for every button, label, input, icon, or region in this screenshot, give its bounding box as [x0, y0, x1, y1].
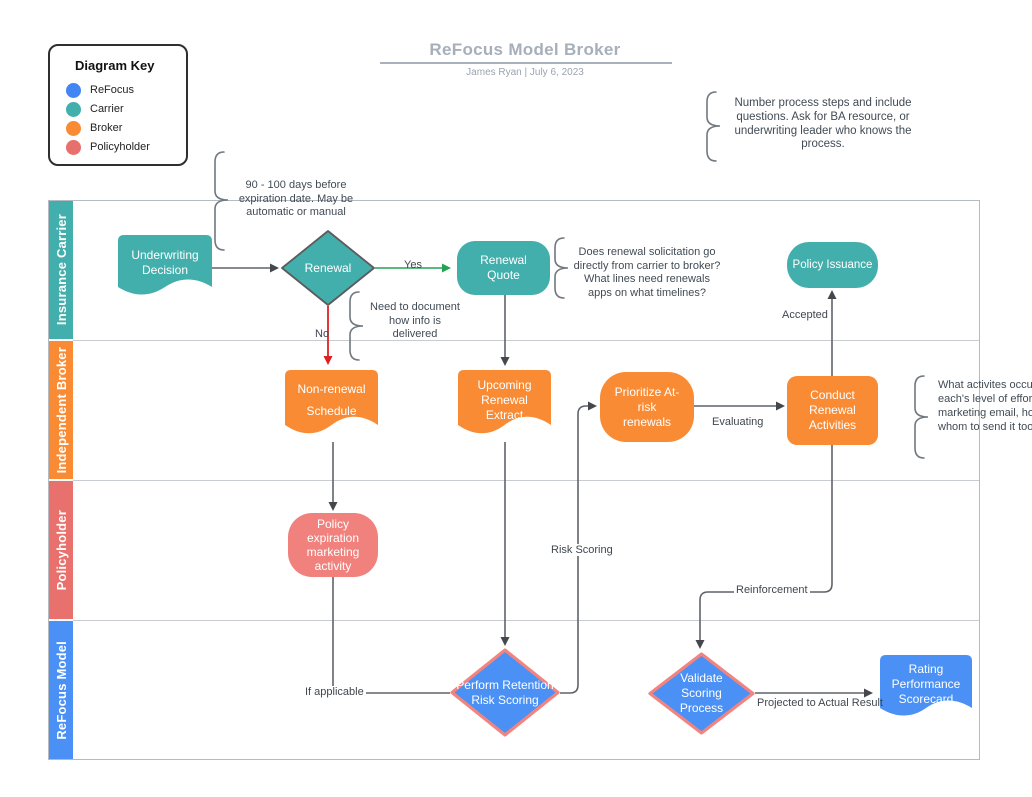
diagram-key-title: Diagram Key — [75, 58, 155, 73]
node-label: Policy Issuance — [792, 258, 873, 271]
lane-divider — [73, 340, 979, 341]
key-item-refocus: ReFocus — [66, 82, 134, 98]
lane-header-insurance-carrier[interactable]: Insurance Carrier — [49, 201, 73, 339]
node-policy-expiration-marketing[interactable]: Policy expiration marketing activity — [288, 513, 378, 577]
edge-label-reinforcement: Reinforcement — [734, 584, 810, 596]
node-label: Policy expiration marketing activity — [306, 517, 360, 573]
node-label: Prioritize At-risk renewals — [614, 384, 680, 429]
swimlane-frame: Insurance Carrier Independent Broker Pol… — [48, 200, 980, 760]
edge-label-no: No — [315, 328, 330, 340]
node-upcoming-renewal-extract[interactable]: Upcoming Renewal Extract — [458, 370, 551, 442]
node-rating-performance-scorecard[interactable]: Rating Performance Scorecard — [880, 655, 972, 725]
edge-label-risk-scoring: Risk Scoring — [549, 544, 615, 556]
note-renewal-activities: What activites occur each's level of eff… — [938, 378, 1032, 434]
broker-color-dot — [66, 120, 81, 136]
brace-number-process-note — [706, 91, 721, 162]
node-non-renewal-schedule[interactable]: Non-renewal Schedule — [285, 370, 378, 442]
key-item-policyholder: Policyholder — [66, 139, 150, 155]
key-item-broker: Broker — [66, 120, 122, 136]
lane-header-refocus-model[interactable]: ReFocus Model — [49, 621, 73, 759]
node-policy-issuance[interactable]: Policy Issuance — [787, 242, 878, 288]
edge-label-if-applicable: If applicable — [303, 686, 366, 698]
refocus-color-dot — [66, 82, 81, 98]
node-label: Underwriting Decision — [131, 248, 199, 277]
node-renewal-quote[interactable]: Renewal Quote — [457, 241, 550, 295]
key-item-carrier: Carrier — [66, 101, 124, 117]
lane-header-policyholder[interactable]: Policyholder — [49, 481, 73, 619]
decision-diamond-shape — [648, 652, 755, 735]
note-line: each's level of effort — [938, 393, 1032, 405]
edge-label-projected-to-actual: Projected to Actual Result — [757, 697, 883, 709]
decision-diamond-shape — [450, 648, 560, 737]
note-expiration-days: 90 - 100 days before expiration date. Ma… — [238, 179, 354, 218]
node-label: Perform Retention Risk Scoring — [456, 677, 554, 707]
note-document-info: Need to document how info is delivered — [370, 301, 460, 340]
node-label: Validate Scoring Process — [679, 671, 724, 715]
document-shape — [458, 370, 551, 434]
edge-label-yes: Yes — [404, 259, 422, 271]
document-shape — [118, 235, 212, 295]
lane-label: Insurance Carrier — [53, 214, 69, 326]
document-shape — [880, 655, 972, 716]
lane-divider — [73, 480, 979, 481]
note-renewal-solicitation: Does renewal solicitation go directly fr… — [573, 246, 721, 299]
lane-divider — [73, 620, 979, 621]
note-line: marketing email, how — [938, 407, 1032, 419]
lane-label: Policyholder — [53, 509, 69, 591]
carrier-color-dot — [66, 101, 81, 117]
note-number-process-steps: Number process steps and include questio… — [734, 97, 912, 151]
node-label: Renewal — [304, 260, 352, 275]
node-validate-scoring-process[interactable]: Validate Scoring Process — [648, 652, 755, 735]
decision-diamond-shape — [281, 230, 375, 306]
title-underline — [380, 62, 672, 64]
edge-label-evaluating: Evaluating — [712, 416, 764, 428]
node-label: Non-renewal Schedule — [297, 382, 366, 418]
note-line: What activites occur — [938, 379, 1032, 391]
node-prioritize-at-risk-renewals[interactable]: Prioritize At-risk renewals — [600, 372, 694, 442]
lane-label: ReFocus Model — [53, 640, 69, 740]
node-conduct-renewal-activities[interactable]: Conduct Renewal Activities — [787, 376, 878, 445]
key-item-label: Policyholder — [90, 141, 150, 153]
page-title: ReFocus Model Broker — [429, 40, 621, 59]
page-subtitle: James Ryan | July 6, 2023 — [466, 67, 584, 78]
node-label: Conduct Renewal Activities — [808, 388, 857, 432]
node-label: Rating Performance Scorecard — [891, 661, 961, 706]
key-item-label: Broker — [90, 122, 123, 134]
node-renewal-decision[interactable]: Renewal — [281, 230, 375, 306]
document-shape — [285, 370, 378, 434]
node-perform-retention-risk-scoring[interactable]: Perform Retention Risk Scoring — [450, 648, 560, 737]
key-item-label: Carrier — [90, 103, 124, 115]
key-item-label: ReFocus — [90, 84, 135, 96]
node-label: Upcoming Renewal Extract — [477, 377, 532, 422]
node-label: Renewal Quote — [480, 253, 527, 282]
policyholder-color-dot — [66, 139, 81, 155]
lane-header-independent-broker[interactable]: Independent Broker — [49, 341, 73, 479]
diagram-key: Diagram Key ReFocus Carrier Broker Polic… — [48, 44, 188, 166]
node-underwriting-decision[interactable]: Underwriting Decision — [118, 235, 212, 303]
edge-label-accepted: Accepted — [782, 309, 828, 321]
lane-label: Independent Broker — [53, 346, 69, 474]
note-line: whom to send it too — [938, 421, 1032, 433]
